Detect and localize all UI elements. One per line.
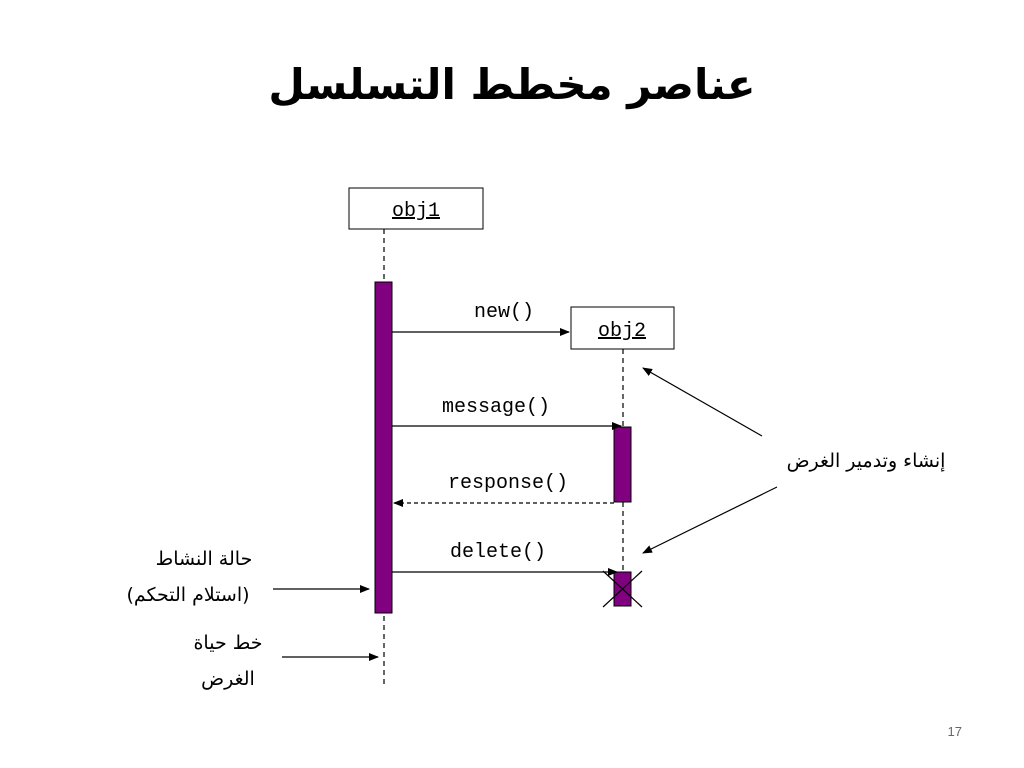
- activation-bar-obj2: [613, 426, 632, 503]
- destroy-x-icon: [602, 570, 643, 608]
- pointer-arrow-destroy: [642, 486, 778, 554]
- message-label-new: new(): [474, 301, 534, 324]
- message-label-message: message(): [442, 396, 550, 419]
- message-label-delete: delete(): [450, 541, 546, 564]
- object-label-obj1: obj1: [392, 200, 440, 223]
- pointer-arrow-create: [642, 367, 763, 437]
- annotation-lifeline-line2: الغرض: [201, 668, 255, 690]
- slide-title: عناصر مخطط التسلسل: [268, 60, 756, 109]
- message-label-response: response(): [448, 472, 568, 495]
- annotation-create-destroy: إنشاء وتدمير الغرض: [787, 450, 946, 473]
- object-box-obj2: obj2: [570, 306, 675, 350]
- annotation-activation-line1: حالة النشاط: [156, 548, 253, 570]
- page-number: 17: [947, 724, 962, 739]
- annotation-lifeline-line1: خط حياة: [193, 632, 262, 654]
- annotation-activation-line2: (استلام التحكم): [126, 584, 249, 606]
- object-box-obj1: obj1: [348, 187, 484, 230]
- object-label-obj2: obj2: [598, 320, 646, 343]
- activation-bar-obj1: [374, 281, 393, 614]
